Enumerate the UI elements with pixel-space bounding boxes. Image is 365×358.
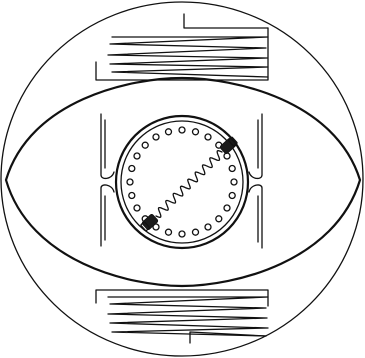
ring-bead <box>179 127 185 133</box>
central-ring <box>116 116 248 248</box>
ring-bead <box>193 229 199 235</box>
equatorial-band <box>6 78 360 286</box>
ring-bead <box>229 166 235 172</box>
top-coil-lines <box>108 37 268 77</box>
ring-bead <box>127 179 133 185</box>
ring-bead <box>193 129 199 135</box>
ring-bead <box>205 224 211 230</box>
ring-bead <box>129 166 135 172</box>
ring-bead <box>134 205 140 211</box>
ring-bead <box>229 193 235 199</box>
wavy-chain-line <box>156 151 222 218</box>
wavy-chain <box>140 136 238 231</box>
ring-bead <box>179 231 185 237</box>
ring-bead <box>216 216 222 222</box>
central-ring-outer <box>116 116 248 248</box>
ring-bead <box>153 134 159 140</box>
top-coil-lead <box>184 14 268 28</box>
bracket-bottom-left <box>101 185 114 246</box>
ring-bead <box>134 153 140 159</box>
bottom-coil-lines <box>108 297 268 336</box>
ring-bead <box>224 205 230 211</box>
ring-bead <box>142 142 148 148</box>
bracket-top-right <box>249 114 262 178</box>
ring-beads <box>127 127 237 237</box>
bracket-bottom-right <box>249 185 262 248</box>
ring-bead <box>166 129 172 135</box>
bottom-coil-bundle <box>96 290 268 343</box>
ring-bead <box>166 229 172 235</box>
top-coil-bundle <box>96 14 268 80</box>
ring-bead <box>231 179 237 185</box>
side-brackets <box>101 114 262 248</box>
ring-bead <box>205 134 211 140</box>
ring-bead <box>129 193 135 199</box>
central-ring-inner <box>121 121 243 243</box>
bracket-top-left <box>101 114 114 178</box>
